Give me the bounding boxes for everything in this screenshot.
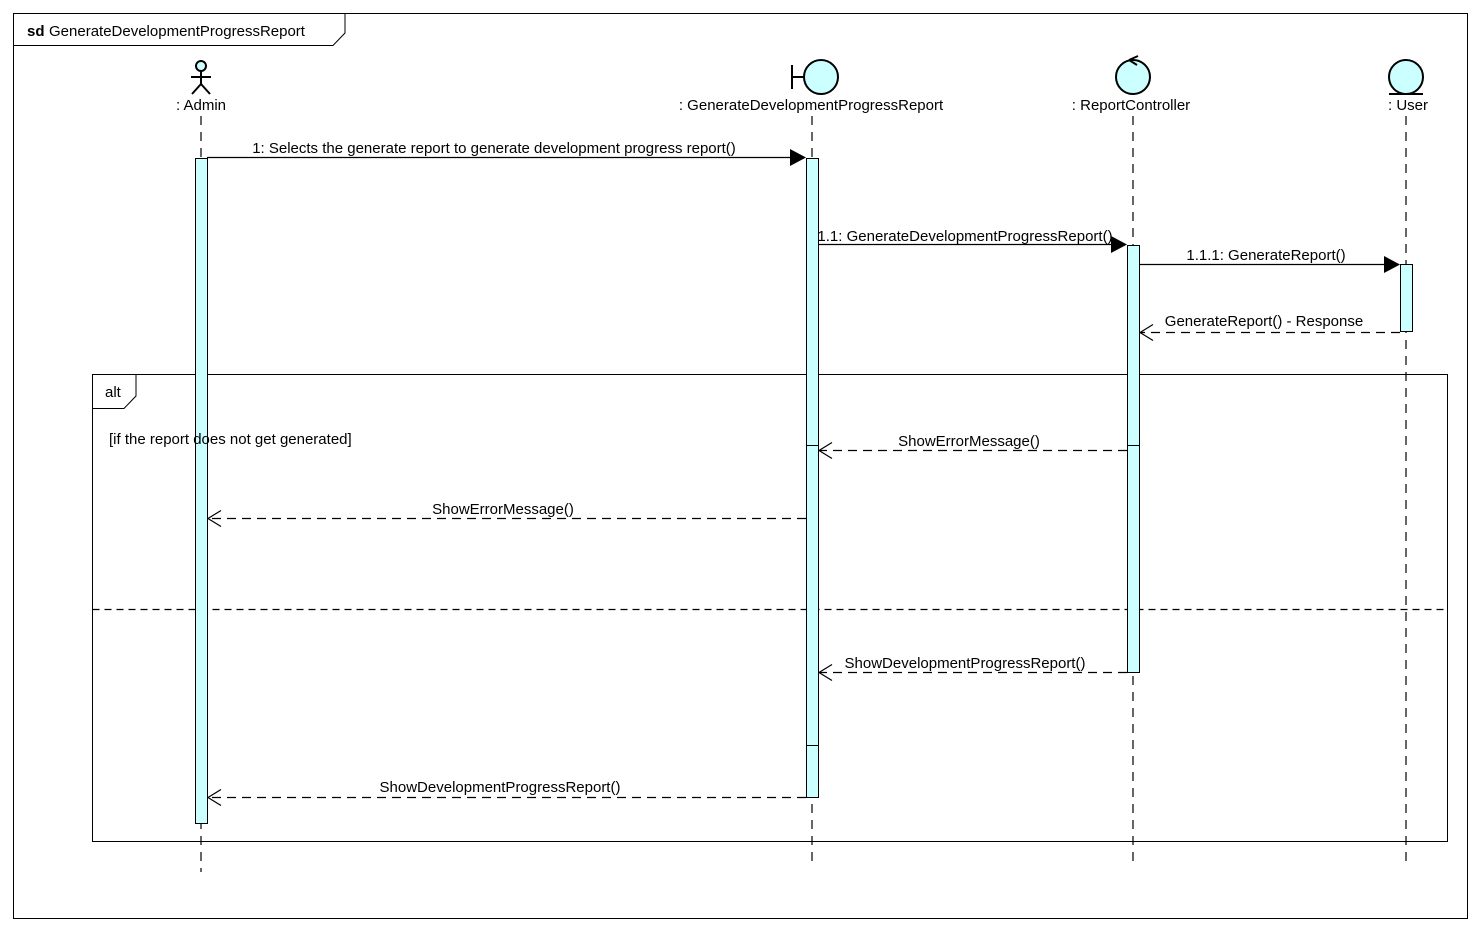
message-label: 1: Selects the generate report to genera… [252, 140, 736, 157]
alt-fragment [92, 374, 1448, 842]
alt-fragment-tab [92, 374, 137, 409]
activation-boundary [806, 158, 819, 798]
return-message-report-1: ShowDevelopmentProgressReport() [817, 655, 1127, 682]
control-icon [1115, 55, 1151, 95]
lifeline-label-admin: : Admin [176, 97, 226, 114]
message-1-1-1: 1.1.1: GenerateReport() [1139, 247, 1400, 273]
actor-icon [191, 60, 211, 95]
lifeline-label-boundary: : GenerateDevelopmentProgressReport [679, 97, 944, 114]
return-message-generate-report: GenerateReport() - Response [1138, 313, 1400, 342]
message-label: 1.1.1: GenerateReport() [1186, 247, 1345, 264]
frame-title-tab [13, 13, 346, 46]
message-label: ShowDevelopmentProgressReport() [845, 655, 1086, 672]
frame-keyword: sd [27, 23, 45, 40]
alt-operator: alt [105, 384, 122, 401]
diagram-frame [13, 13, 1468, 919]
return-message-error-1: ShowErrorMessage() [817, 433, 1127, 460]
message-label: 1.1: GenerateDevelopmentProgressReport() [817, 228, 1112, 245]
boundary-icon [791, 59, 839, 95]
lifeline-label-user: : User [1388, 97, 1428, 114]
activation-admin [195, 158, 208, 824]
message-label: ShowErrorMessage() [898, 433, 1040, 450]
lifeline-label-controller: : ReportController [1072, 97, 1190, 114]
activation-user [1400, 264, 1413, 332]
message-label: ShowDevelopmentProgressReport() [380, 779, 621, 796]
message-1: 1: Selects the generate report to genera… [207, 140, 806, 166]
message-label: GenerateReport() - Response [1165, 313, 1363, 330]
entity-icon [1388, 59, 1424, 95]
return-message-report-2: ShowDevelopmentProgressReport() [206, 779, 806, 807]
message-1-1: 1.1: GenerateDevelopmentProgressReport() [817, 228, 1127, 253]
alt-guard: [if the report does not get generated] [109, 431, 352, 448]
activation-controller [1127, 245, 1140, 673]
return-message-error-2: ShowErrorMessage() [206, 501, 806, 528]
frame-name: GenerateDevelopmentProgressReport [49, 23, 306, 40]
message-label: ShowErrorMessage() [432, 501, 574, 518]
